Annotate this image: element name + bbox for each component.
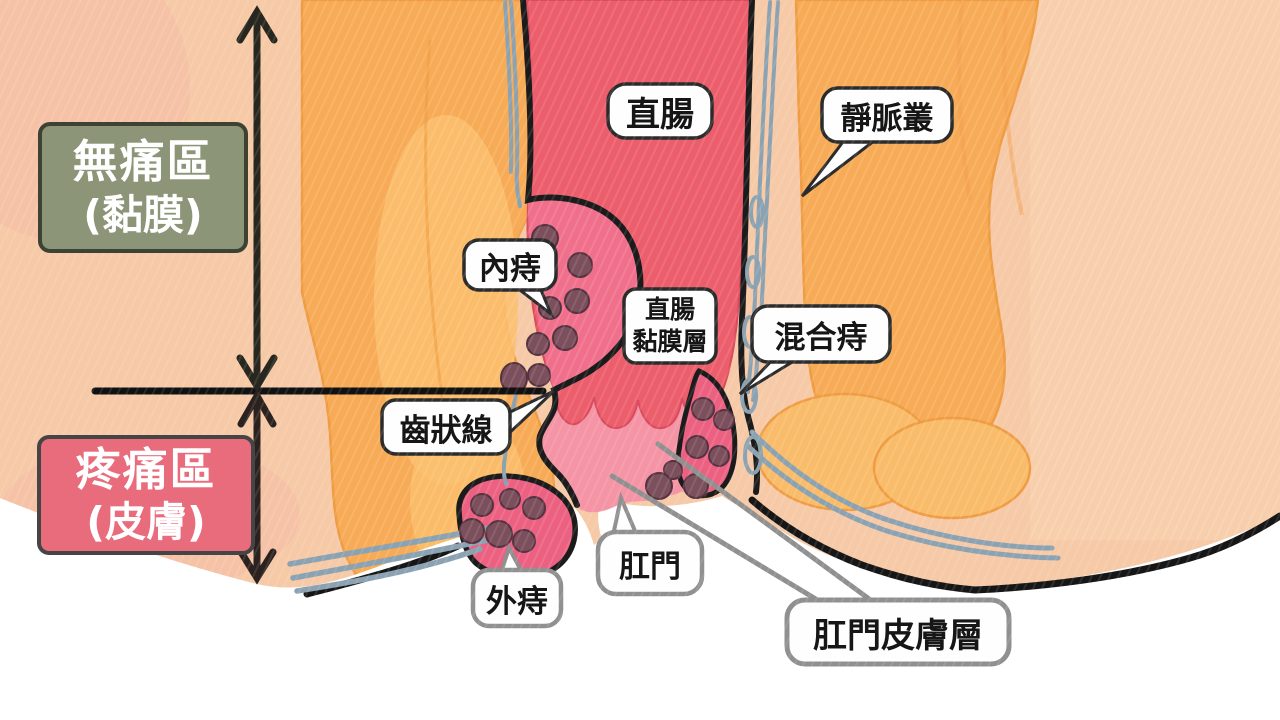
zone-painful-line1: 疼痛區 xyxy=(75,442,217,496)
muscle-lobe-right-2 xyxy=(872,416,1032,520)
zone-painful-line2: (皮膚) xyxy=(86,498,206,547)
hemorrhoid-dots xyxy=(459,224,735,553)
body-outline-right xyxy=(748,496,1280,594)
zone-box-painful: 疼痛區 (皮膚) xyxy=(37,435,255,555)
zone-painless-line1: 無痛區 xyxy=(72,135,214,189)
measurement-arrow-upper xyxy=(236,5,278,393)
anal-skin-leader-lines xyxy=(609,441,879,607)
zone-painless-line2: (黏膜) xyxy=(83,190,203,239)
background-right-lighter xyxy=(1030,0,1280,540)
bubble-bodies xyxy=(380,82,1012,667)
zone-box-painless: 無痛區 (黏膜) xyxy=(38,122,248,253)
canal-wall-left-outline xyxy=(520,0,644,508)
canal-wall-right-outline xyxy=(738,0,761,495)
measurement-arrow-lower xyxy=(237,388,277,585)
